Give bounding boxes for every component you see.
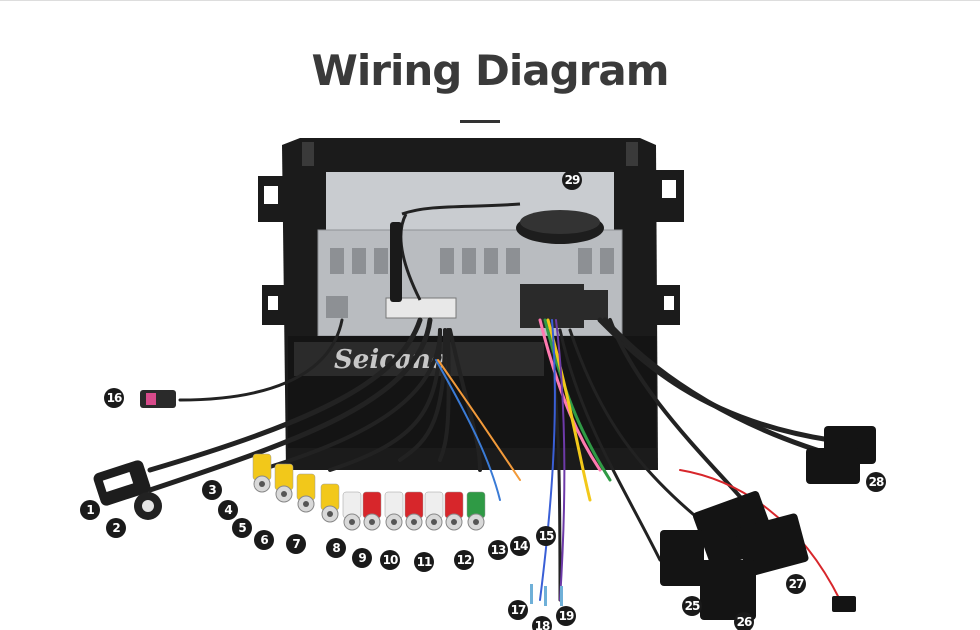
title-underline [460,120,500,123]
antenna-connector [140,390,176,408]
callout-label: 10 [383,553,398,567]
page-title: Wiring Diagram [311,46,670,95]
callout-label: 17 [511,603,526,617]
rca-plug [362,491,382,531]
rca-plug [342,491,362,531]
callout-label: 18 [535,619,550,630]
callout-label: 13 [491,543,506,557]
bare-wire-tips [530,584,563,606]
head-unit-chassis [317,172,623,337]
rca-plugs [252,453,486,531]
cable-bundle [147,317,853,602]
rca-plug [252,453,272,493]
colored-wires [435,318,841,601]
callout-3: 3 [202,480,222,500]
callout-11: 11 [414,552,434,572]
rca-plug [296,473,316,513]
callout-17: 17 [508,600,528,620]
callout-15: 15 [536,526,556,546]
callout-label: 28 [869,475,884,489]
callout-label: 27 [789,577,804,591]
callout-4: 4 [218,500,238,520]
callout-label: 4 [224,503,232,517]
callout-label: 26 [737,615,752,629]
callout-18: 18 [532,616,552,630]
usb-connector [93,460,151,506]
callout-label: 9 [358,551,366,565]
rca-plug [404,491,424,531]
callout-label: 1 [86,503,94,517]
callout-7: 7 [286,534,306,554]
callout-28: 28 [866,472,886,492]
callout-label: 5 [238,521,246,535]
callout-label: 3 [208,483,216,497]
callout-25: 25 [682,596,702,616]
rca-plug [384,491,404,531]
fakra-plug [146,393,156,405]
callout-12: 12 [454,550,474,570]
callout-16: 16 [104,388,124,408]
callout-label: 25 [685,599,700,613]
callout-13: 13 [488,540,508,560]
rca-plug [320,483,340,523]
callout-1: 1 [80,500,100,520]
callout-label: 16 [107,391,122,405]
aux-jack [134,492,162,520]
callout-27: 27 [786,574,806,594]
callout-14: 14 [510,536,530,556]
callout-6: 6 [254,530,274,550]
gps-antenna [390,202,604,302]
callout-label: 15 [539,529,554,543]
callout-label: 29 [565,173,580,187]
callout-label: 2 [112,521,120,535]
rca-plug [466,491,486,531]
top-divider [0,0,980,1]
callout-label: 19 [559,609,574,623]
callout-10: 10 [380,550,400,570]
callout-label: 7 [292,537,300,551]
callout-2: 2 [106,518,126,538]
callout-26: 26 [734,612,754,630]
rca-plug [444,491,464,531]
callout-label: 6 [260,533,268,547]
rca-plug [274,463,294,503]
callout-9: 9 [352,548,372,568]
callout-label: 11 [417,555,432,569]
callout-19: 19 [556,606,576,626]
callout-label: 14 [513,539,528,553]
callout-label: 12 [457,553,472,567]
callout-label: 8 [332,541,340,555]
callout-29: 29 [562,170,582,190]
callout-5: 5 [232,518,252,538]
rca-plug [424,491,444,531]
callout-8: 8 [326,538,346,558]
harness-connectors [660,426,876,620]
